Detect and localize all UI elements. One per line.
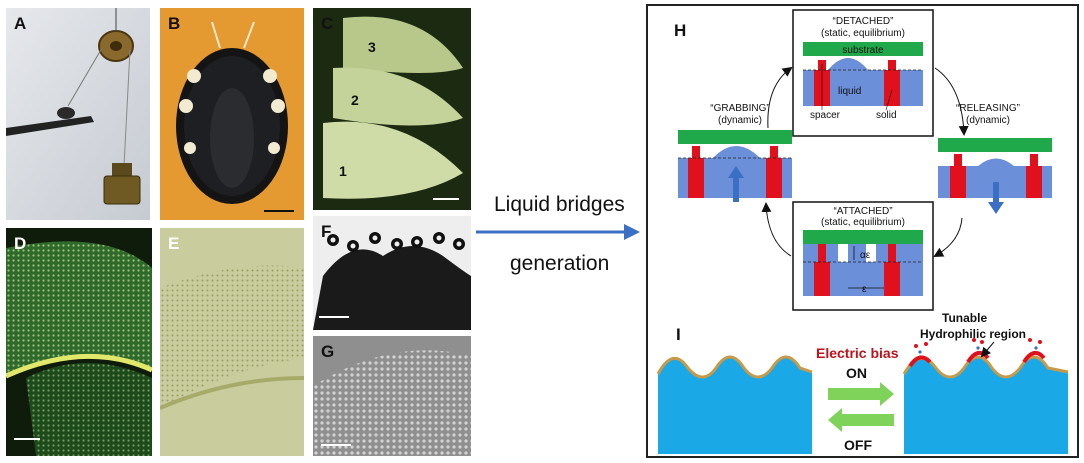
generation-arrow-icon	[476, 224, 640, 240]
releasing-state: “RELEASING” (dynamic)	[938, 103, 1052, 214]
panel-label-a: A	[14, 14, 27, 33]
panel-label-e: E	[168, 234, 180, 253]
solid-label: solid	[876, 110, 897, 121]
setae-sem-photo	[313, 336, 471, 456]
attached-title: “ATTACHED”	[833, 206, 892, 217]
cycle-arrow-right-bottom	[933, 217, 963, 257]
spacer-label: spacer	[810, 110, 841, 121]
liquid-bridges-label: Liquid bridges	[494, 193, 625, 216]
panel-label-c: C	[321, 14, 334, 33]
panel-label-d: D	[14, 234, 27, 253]
switch-off-arrow-icon	[828, 408, 894, 432]
cycle-arrow-left-top	[767, 66, 793, 129]
hydrophilic-pointer-arrow	[980, 341, 995, 358]
switch-on-arrow-icon	[828, 382, 894, 406]
panel-f: F	[313, 216, 471, 330]
setae-tips-photo	[313, 216, 471, 330]
grabbing-state: “GRABBING” (dynamic)	[678, 103, 792, 202]
panel-d: D	[6, 228, 152, 456]
on-label: ON	[846, 365, 867, 381]
grab-release-cycle-diagram: H “DETACHED” (static, equilibrium) subst…	[656, 9, 1069, 454]
grabbing-subtitle: (dynamic)	[718, 115, 762, 126]
panel-label-b: B	[168, 14, 181, 33]
surface-off-state	[656, 355, 813, 454]
pulley-weight-photo	[6, 8, 150, 220]
pad-label-2: 2	[351, 92, 359, 108]
off-label: OFF	[844, 437, 872, 453]
pad-label-3: 3	[368, 39, 376, 55]
pad-label-1: 1	[339, 163, 347, 179]
setae-pale-photo	[160, 228, 304, 456]
epsilon-label: ε	[862, 284, 867, 295]
panel-h-i-frame: H “DETACHED” (static, equilibrium) subst…	[646, 4, 1079, 458]
beetle-photo	[160, 8, 304, 220]
hydrophilic-region-label: Hydrophilic region	[920, 327, 1026, 341]
adhesive-pads-photo: 3 2 1	[313, 8, 471, 210]
panel-label-g: G	[321, 342, 335, 361]
panel-b: B	[160, 8, 304, 220]
panel-e: E	[160, 228, 304, 456]
panel-g: G	[313, 336, 471, 456]
panel-label-f: F	[321, 222, 332, 241]
releasing-subtitle: (dynamic)	[966, 115, 1010, 126]
panel-a: A	[6, 8, 150, 220]
attached-subtitle: (static, equilibrium)	[821, 217, 905, 228]
panel-c: 3 2 1 C	[313, 8, 471, 210]
cycle-arrow-right-top	[934, 67, 969, 136]
release-down-arrow-icon	[988, 182, 1004, 214]
substrate-label: substrate	[842, 45, 884, 56]
detached-subtitle: (static, equilibrium)	[821, 28, 905, 39]
detached-title: “DETACHED”	[833, 16, 894, 27]
tunable-label: Tunable	[942, 311, 987, 325]
liquid-label: liquid	[838, 86, 861, 97]
setae-green-photo	[6, 228, 152, 456]
alpha-epsilon-label: αε	[860, 250, 871, 261]
grabbing-title: “GRABBING”	[710, 103, 769, 114]
grab-up-arrow-icon	[728, 166, 744, 202]
panel-label-i: I	[676, 325, 681, 344]
surface-on-state	[902, 338, 1069, 454]
electric-bias-label: Electric bias	[816, 345, 899, 361]
releasing-title: “RELEASING”	[956, 103, 1020, 114]
cycle-arrow-left-bottom	[761, 202, 792, 257]
attached-state: “ATTACHED” (static, equilibrium) αε ε	[792, 201, 934, 311]
generation-label: generation	[510, 252, 610, 275]
detached-state: “DETACHED” (static, equilibrium) substra…	[792, 9, 934, 137]
panel-label-h: H	[674, 21, 686, 40]
